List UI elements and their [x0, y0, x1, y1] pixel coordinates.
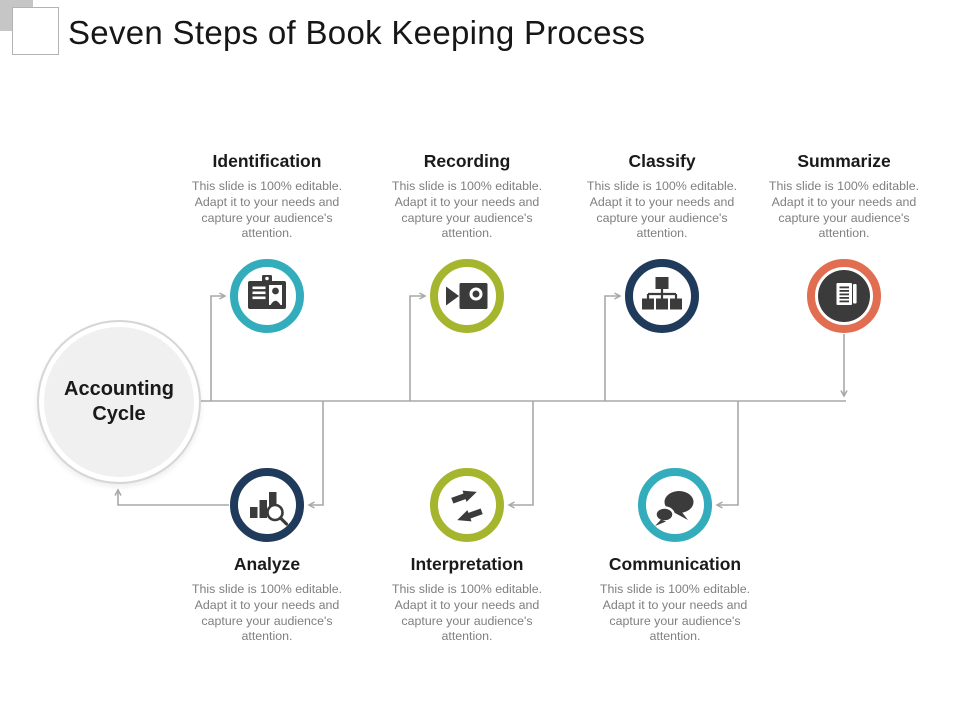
- step-classify: Classify This slide is 100% editable. Ad…: [577, 150, 747, 340]
- step-icon-circle: [622, 256, 702, 336]
- step-icon-circle: [227, 256, 307, 336]
- step-interpretation: Interpretation This slide is 100% editab…: [382, 465, 552, 657]
- step-description: This slide is 100% editable. Adapt it to…: [191, 582, 343, 644]
- step-icon-circle: [427, 256, 507, 336]
- step-communication: Communication This slide is 100% editabl…: [590, 465, 760, 657]
- step-icon-circle: [227, 465, 307, 545]
- org-chart-icon: [642, 277, 682, 310]
- step-icon-circle: [427, 465, 507, 545]
- document-icon: [818, 270, 870, 322]
- exchange-arrows-icon: [451, 490, 483, 522]
- step-title: Interpretation: [410, 554, 524, 574]
- step-analyze: Analyze This slide is 100% editable. Ada…: [182, 465, 352, 657]
- bar-chart-magnifier-icon: [250, 492, 289, 526]
- accounting-cycle-hub: Accounting Cycle: [37, 320, 201, 484]
- step-title: Communication: [608, 554, 742, 574]
- step-identification: Identification This slide is 100% editab…: [182, 150, 352, 340]
- step-description: This slide is 100% editable. Adapt it to…: [191, 179, 343, 241]
- step-title: Analyze: [233, 554, 301, 574]
- id-card-icon: [248, 275, 286, 309]
- step-description: This slide is 100% editable. Adapt it to…: [768, 179, 920, 241]
- video-camera-icon: [446, 283, 488, 309]
- step-title: Identification: [212, 151, 322, 171]
- step-icon-circle: [804, 256, 884, 336]
- step-description: This slide is 100% editable. Adapt it to…: [599, 582, 751, 644]
- step-icon-circle: [635, 465, 715, 545]
- hub-label: Accounting Cycle: [64, 378, 174, 425]
- speech-bubbles-icon: [654, 491, 694, 526]
- step-recording: Recording This slide is 100% editable. A…: [382, 150, 552, 340]
- slide-title: Seven Steps of Book Keeping Process: [68, 14, 646, 51]
- step-summarize: Summarize This slide is 100% editable. A…: [759, 150, 929, 340]
- title-decoration-outline-square: [12, 7, 59, 55]
- step-title: Classify: [628, 151, 696, 171]
- step-title: Summarize: [797, 151, 891, 171]
- step-description: This slide is 100% editable. Adapt it to…: [391, 179, 543, 241]
- step-title: Recording: [423, 151, 511, 171]
- step-description: This slide is 100% editable. Adapt it to…: [391, 582, 543, 644]
- step-description: This slide is 100% editable. Adapt it to…: [586, 179, 738, 241]
